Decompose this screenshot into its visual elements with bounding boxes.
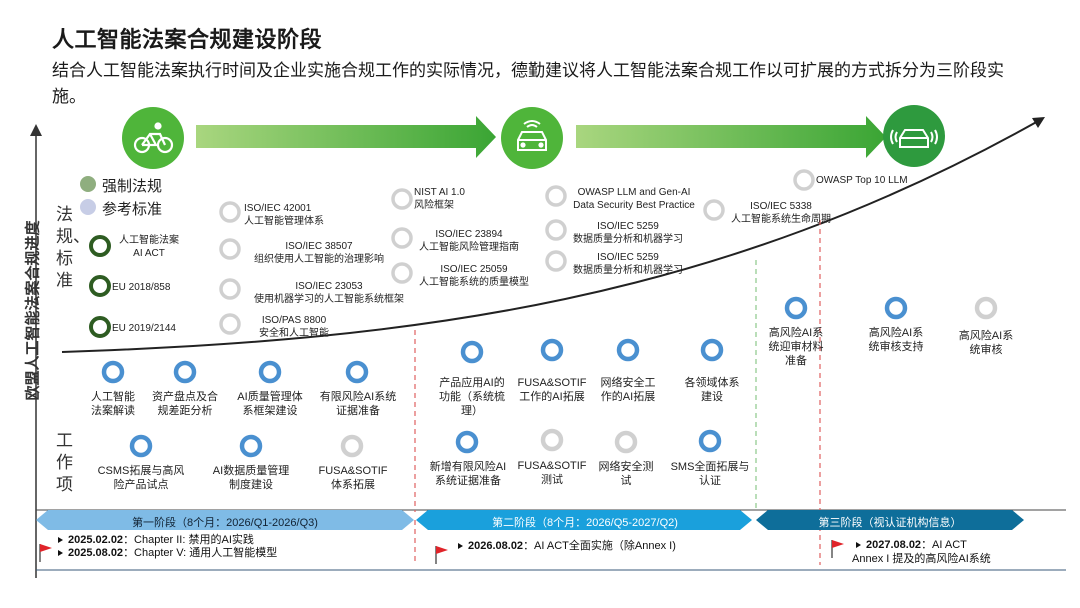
- autonomous-car-icon: [890, 129, 938, 148]
- work-item: 有限风险AI系统 证据准备: [319, 391, 397, 417]
- work-item: 网络安全工 作的AI拓展: [600, 377, 656, 403]
- work-ring: [784, 296, 808, 320]
- std-ring: [219, 201, 241, 223]
- work-item: 人工智能 法案解读: [91, 391, 135, 417]
- std-ring: [391, 188, 413, 210]
- curve-arrowhead: [1032, 117, 1045, 128]
- work-ring: [101, 360, 125, 384]
- reg-label-eu-2019-2144: EU 2019/2144: [112, 323, 176, 334]
- std-ring: [545, 250, 567, 272]
- phase-1-label: 第一阶段（8个月：2026/Q1-2026/Q3): [132, 517, 318, 529]
- stage-arrow-1: [196, 116, 496, 158]
- legend-reference-dot: [80, 199, 96, 215]
- work-ring: [698, 429, 722, 453]
- std-ring: [219, 313, 241, 335]
- reg-ring-eu-2018-858: [89, 275, 111, 297]
- work-ring: [616, 338, 640, 362]
- reg-ring-eu-2019-2144: [89, 316, 111, 338]
- milestone-2026-08: 2026.08.02：AI ACT全面实施（除Annex I): [468, 540, 676, 552]
- milestone-2025-02: 2025.02.02：Chapter II: 禁用的AI实践: [68, 534, 254, 546]
- legend-mandatory-dot: [80, 176, 96, 192]
- std-ring: [391, 262, 413, 284]
- work-ring: [540, 428, 564, 452]
- stage3-circle: [883, 105, 945, 167]
- work-item: FUSA&SOTIF 体系拓展: [318, 465, 388, 491]
- reg-ring-ai-act: [89, 235, 111, 257]
- car-icon: [517, 120, 547, 151]
- work-ring: [258, 360, 282, 384]
- intro-text: 结合人工智能法案执行时间及企业实施合规工作的实际情况，德勤建议将人工智能法案合规…: [52, 61, 1004, 106]
- progress-curve: [61, 119, 1041, 353]
- stage-arrow-2: [576, 116, 886, 158]
- std-ring: [703, 199, 725, 221]
- work-ring: [455, 430, 479, 454]
- stage2-circle: [501, 107, 563, 169]
- std-ring: [391, 227, 413, 249]
- page-title: 人工智能法案合规建设阶段: [52, 27, 323, 52]
- phase-3-label: 第三阶段（视认证机构信息）: [818, 517, 962, 529]
- flag-icon: [831, 540, 844, 558]
- work-ring: [239, 434, 263, 458]
- work-item: 高风险AI系 统审核支持: [868, 327, 924, 353]
- y-axis-label: 欧盟人工智能法案合规进度: [24, 220, 42, 401]
- work-item: 高风险AI系 统审核: [958, 330, 1014, 356]
- work-ring: [540, 338, 564, 362]
- work-item: FUSA&SOTIF 工作的AI拓展: [517, 377, 587, 403]
- std-ring: [545, 219, 567, 241]
- work-ring: [884, 296, 908, 320]
- bicycle-icon: [133, 122, 174, 154]
- phase-bar-1: [36, 510, 414, 530]
- work-item: AI数据质量管理 制度建设: [212, 465, 290, 491]
- work-ring: [345, 360, 369, 384]
- work-item: SMS全面拓展与 认证: [670, 461, 750, 487]
- std-ring: [545, 185, 567, 207]
- std-owasp-top10: OWASP Top 10 LLM: [816, 175, 908, 186]
- work-item: CSMS拓展与高风 险产品试点: [97, 465, 185, 491]
- milestone-2025-08: 2025.08.02：Chapter V: 通用人工智能模型: [68, 547, 278, 559]
- work-ring: [460, 340, 484, 364]
- work-item: 新增有限风险AI 系统证据准备: [429, 461, 507, 487]
- work-ring: [974, 296, 998, 320]
- flag-icon: [39, 544, 52, 562]
- phase-bar-2: [416, 510, 752, 530]
- work-ring: [340, 434, 364, 458]
- work-section-label: 工作项: [56, 431, 73, 494]
- flag-icon: [435, 546, 448, 564]
- work-item: 各领域体系 建设: [684, 377, 740, 403]
- legend-mandatory-label: 强制法规: [102, 178, 163, 195]
- work-ring: [129, 434, 153, 458]
- work-item: 网络安全测 试: [598, 461, 654, 487]
- reg-label-ai-act: 人工智能法案 AI ACT: [119, 235, 179, 259]
- work-ring: [700, 338, 724, 362]
- milestone-2027-08: 2027.08.02：AI ACT: [866, 539, 967, 551]
- legend-reference-label: 参考标准: [102, 201, 163, 218]
- std-ring: [793, 169, 815, 191]
- std-ring: [219, 278, 241, 300]
- work-item: 高风险AI系 统迎审材料 准备: [768, 327, 824, 367]
- work-ring: [614, 430, 638, 454]
- milestone-2027-08-detail: Annex I 提及的高风险AI系统: [852, 553, 991, 565]
- work-item: AI质量管理体 系框架建设: [237, 391, 303, 417]
- reg-label-eu-2018-858: EU 2018/858: [112, 282, 171, 293]
- std-ring: [219, 238, 241, 260]
- work-ring: [173, 360, 197, 384]
- reg-section-label: 法规、标准: [56, 205, 90, 290]
- work-item: FUSA&SOTIF 测试: [517, 460, 587, 486]
- work-item: 资产盘点及合 规差距分析: [152, 391, 218, 417]
- phase-2-label: 第二阶段（8个月：2026/Q5-2027/Q2): [492, 517, 678, 529]
- phase-bar-3: [756, 510, 1024, 530]
- work-item: 产品应用AI的 功能（系统梳 理）: [439, 377, 505, 417]
